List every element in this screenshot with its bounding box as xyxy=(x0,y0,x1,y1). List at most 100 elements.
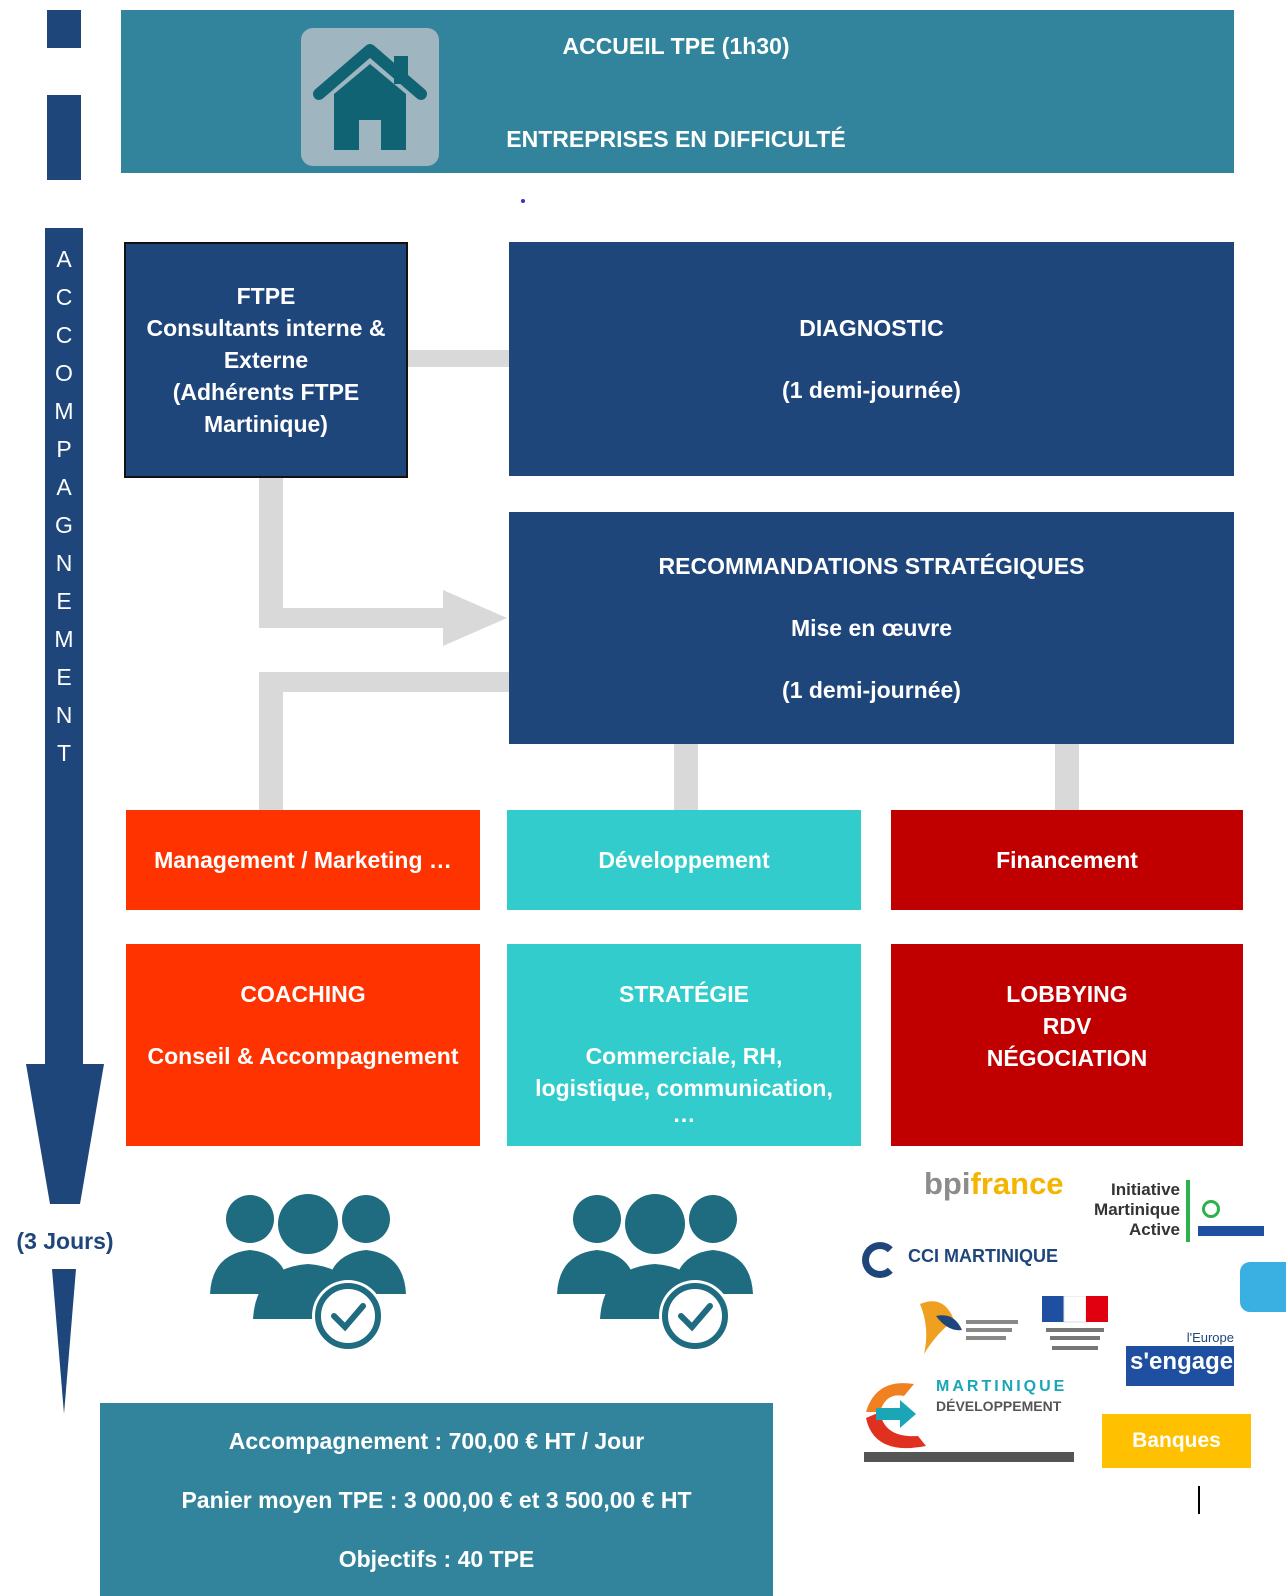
connector-ftpe-right xyxy=(259,608,445,628)
timeline-letter: M xyxy=(54,626,74,652)
martinique-developpement-mark xyxy=(866,1383,926,1449)
timeline-letter: E xyxy=(56,664,72,690)
initiative-line: Active xyxy=(1128,1220,1180,1239)
footer-line: Objectifs : 40 TPE xyxy=(338,1545,535,1572)
detail-text: RDV xyxy=(1042,1013,1092,1039)
recommandations-duration: (1 demi-journée) xyxy=(782,677,961,703)
martinique-dev-subtitle: DÉVELOPPEMENT xyxy=(936,1398,1062,1414)
detail-coaching: COACHING Conseil & Accompagnement xyxy=(126,944,480,1146)
ftpe-line: Martinique) xyxy=(204,411,328,437)
category-management: Management / Marketing … xyxy=(126,810,480,910)
header-text: ACCUEIL TPE (1h30) ENTREPRISES EN DIFFIC… xyxy=(451,30,901,155)
header-banner: ACCUEIL TPE (1h30) ENTREPRISES EN DIFFIC… xyxy=(121,10,1234,173)
timeline-arrowhead xyxy=(26,1064,104,1414)
timeline-letter: P xyxy=(56,436,72,462)
recommandations-subtitle: Mise en œuvre xyxy=(790,615,953,641)
detail-text: Commerciale, RH, xyxy=(585,1043,783,1069)
timeline-letter: N xyxy=(55,702,73,728)
duration-label: (3 Jours) xyxy=(16,1228,114,1254)
cci-text: CCI MARTINIQUE xyxy=(908,1246,1058,1266)
banques-label: Banques xyxy=(1132,1429,1221,1452)
cci-mark xyxy=(862,1242,898,1278)
detail-text: Conseil & Accompagnement xyxy=(147,1043,459,1069)
timeline-letter: G xyxy=(55,512,73,538)
detail-lobbying: LOBBYING RDV NÉGOCIATION xyxy=(891,944,1243,1146)
text-cursor-mark xyxy=(1198,1486,1200,1514)
detail-title: LOBBYING xyxy=(1006,981,1128,1007)
ftpe-line: Externe xyxy=(223,347,309,373)
connector-ftpe-diagnostic xyxy=(405,350,509,367)
diagnostic-duration: (1 demi-journée) xyxy=(782,377,961,403)
detail-title: STRATÉGIE xyxy=(619,981,749,1007)
diagnostic-title: DIAGNOSTIC xyxy=(799,315,944,341)
timeline-letter: A xyxy=(56,474,72,500)
connector-reco-management xyxy=(259,672,283,810)
bpifrance-logo: bpifrance xyxy=(924,1166,1064,1202)
prefecture-logo xyxy=(1042,1296,1108,1350)
timeline-dash-1 xyxy=(47,10,81,48)
team-check-icon xyxy=(557,1194,753,1352)
category-label: Financement xyxy=(996,847,1138,873)
category-label: Développement xyxy=(598,847,770,873)
arrow-to-recommandations xyxy=(443,590,507,646)
connector-reco-left xyxy=(259,672,509,692)
recommandations-box: RECOMMANDATIONS STRATÉGIQUES Mise en œuv… xyxy=(509,512,1234,744)
detail-text: logistique, communication, xyxy=(535,1075,833,1101)
team-check-icon xyxy=(210,1194,406,1352)
timeline-letter: N xyxy=(55,550,73,576)
category-label: Management / Marketing … xyxy=(154,847,452,873)
header-title: ACCUEIL TPE (1h30) xyxy=(562,33,790,59)
category-financement: Financement xyxy=(891,810,1243,910)
category-developpement: Développement xyxy=(507,810,861,910)
timeline-letters: A C C O M P A G N E M E N T xyxy=(45,240,83,772)
bpi-text: bpi xyxy=(924,1166,971,1201)
adie-logo xyxy=(1240,1262,1286,1312)
connector-reco-developpement xyxy=(674,744,698,810)
initiative-line: Martinique xyxy=(1094,1200,1180,1219)
ftpe-line: (Adhérents FTPE xyxy=(172,379,360,405)
france-active-mark xyxy=(1202,1200,1220,1218)
collectivite-territoriale-logo xyxy=(920,1301,1018,1354)
timeline-letter: C xyxy=(55,322,73,348)
header-subtitle: ENTREPRISES EN DIFFICULTÉ xyxy=(506,126,846,152)
europe-text-main: s'engage xyxy=(1130,1348,1234,1375)
cci-logo: CCI MARTINIQUE xyxy=(862,1240,1072,1284)
martinique-dev-title: MARTINIQUE xyxy=(936,1378,1068,1395)
detail-text: NÉGOCIATION xyxy=(986,1045,1148,1071)
europe-text-top: l'Europe xyxy=(1186,1330,1234,1345)
timeline-letter: T xyxy=(56,740,72,766)
footer-line: Panier moyen TPE : 3 000,00 € et 3 500,0… xyxy=(181,1486,692,1513)
detail-text: … xyxy=(672,1101,696,1127)
diagnostic-box: DIAGNOSTIC (1 demi-journée) xyxy=(509,242,1234,476)
detail-strategie: STRATÉGIE Commerciale, RH, logistique, c… xyxy=(507,944,861,1146)
pricing-footer: Accompagnement : 700,00 € HT / Jour Pani… xyxy=(100,1403,773,1596)
europe-logo: l'Europe s'engage xyxy=(1126,1330,1234,1390)
europe-banner xyxy=(1126,1346,1234,1386)
ftpe-line: Consultants interne & xyxy=(146,315,386,341)
timeline-arrow-shaft xyxy=(45,228,83,1066)
connector-reco-financement xyxy=(1055,744,1079,810)
martinique-developpement-logo: MARTINIQUE DÉVELOPPEMENT xyxy=(856,1372,1076,1464)
initiative-bar xyxy=(1198,1226,1264,1236)
dot-marker xyxy=(521,199,525,203)
initiative-text: Initiative Martinique Active xyxy=(1090,1180,1180,1240)
initiative-divider xyxy=(1186,1180,1190,1242)
martinique-dev-band xyxy=(864,1452,1074,1462)
initiative-line: Initiative xyxy=(1111,1180,1180,1199)
recommandations-title: RECOMMANDATIONS STRATÉGIQUES xyxy=(658,553,1085,579)
footer-line: Accompagnement : 700,00 € HT / Jour xyxy=(228,1427,645,1454)
detail-title: COACHING xyxy=(240,981,366,1007)
france-text: france xyxy=(970,1166,1064,1201)
initiative-logo: Initiative Martinique Active xyxy=(1090,1180,1280,1242)
timeline-letter: C xyxy=(55,284,73,310)
timeline-letter: O xyxy=(55,360,73,386)
house-icon xyxy=(301,28,439,166)
ftpe-box: FTPE Consultants interne & Externe (Adhé… xyxy=(124,242,408,478)
timeline-letter: A xyxy=(56,246,72,272)
timeline-dash-2 xyxy=(47,95,81,180)
ftpe-title: FTPE xyxy=(236,283,296,309)
timeline-letter: M xyxy=(54,398,74,424)
connector-ftpe-down xyxy=(259,478,283,628)
banques-badge: Banques xyxy=(1102,1414,1251,1468)
timeline-letter: E xyxy=(56,588,72,614)
